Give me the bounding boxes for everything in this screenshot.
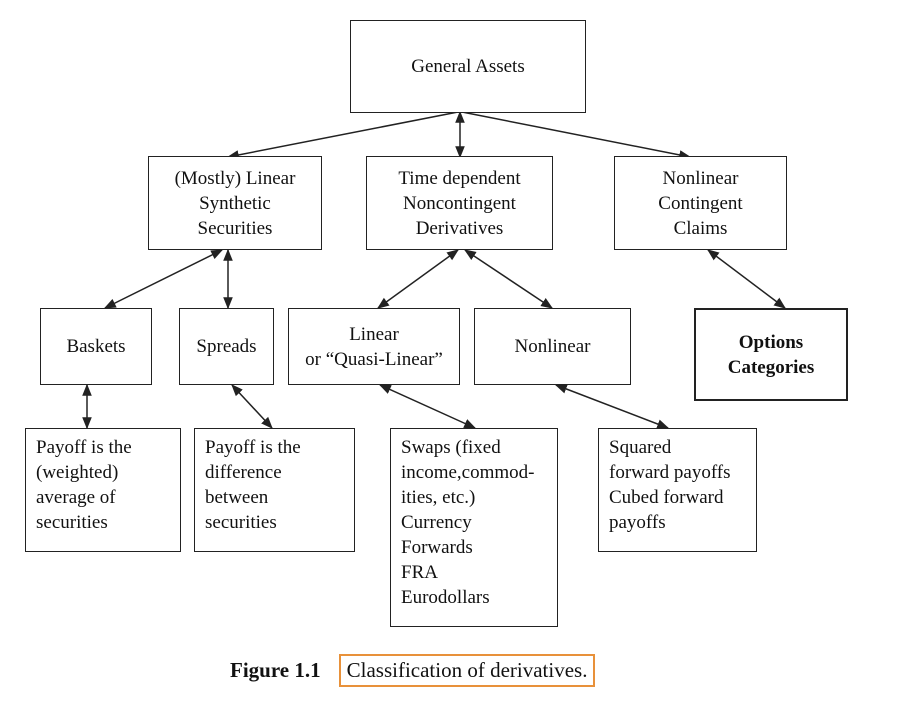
node-linear-synthetic: (Mostly) Linear Synthetic Securities: [148, 156, 322, 250]
arrow-linear-to-baskets: [103, 249, 224, 309]
node-nonlinear-description: Squared forward payoffs Cubed forward pa…: [598, 428, 757, 552]
node-options-categories: Options Categories: [694, 308, 848, 401]
node-general-assets: General Assets: [350, 20, 586, 113]
node-nonlinear: Nonlinear: [474, 308, 631, 385]
arrow-contingent-to-options: [707, 249, 786, 309]
node-linear-quasi: Linear or “Quasi-Linear”: [288, 308, 460, 385]
node-baskets-description: Payoff is the (weighted) average of secu…: [25, 428, 181, 552]
arrow-linearquasi-to-desc: [378, 384, 477, 429]
node-baskets: Baskets: [40, 308, 152, 385]
node-nonlinear-contingent: Nonlinear Contingent Claims: [614, 156, 787, 250]
figure-number: Figure 1.1: [230, 658, 321, 682]
figure-caption: Figure 1.1 Classification of derivatives…: [230, 654, 596, 687]
arrow-spreads-to-desc: [231, 384, 273, 429]
node-linear-description: Swaps (fixed income,commod- ities, etc.)…: [390, 428, 558, 627]
figure-caption-text: Classification of derivatives.: [338, 654, 596, 687]
node-spreads-description: Payoff is the difference between securit…: [194, 428, 355, 552]
arrow-general-to-nonlinear: [461, 111, 692, 160]
node-time-dependent: Time dependent Noncontingent Derivatives: [366, 156, 553, 250]
arrow-nonlinear-to-desc: [554, 384, 670, 429]
arrow-general-to-linear: [226, 111, 459, 160]
arrow-timedep-to-nonlinear: [464, 249, 553, 309]
arrow-timedep-to-linearquasi: [377, 249, 459, 309]
node-spreads: Spreads: [179, 308, 274, 385]
